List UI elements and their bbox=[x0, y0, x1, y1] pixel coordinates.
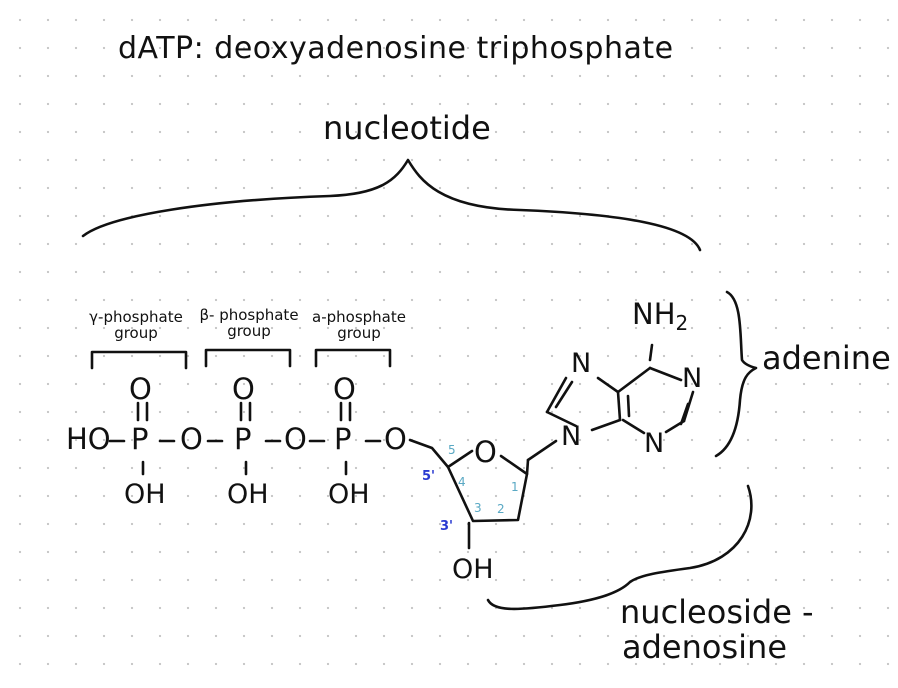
atom-o-gamma-double: O bbox=[129, 372, 152, 406]
nucleoside-label-line1: nucleoside - bbox=[620, 593, 814, 631]
beta-phosphate-label-line2: group bbox=[227, 321, 271, 340]
atom-n1: N bbox=[682, 363, 703, 394]
alpha-group-bracket bbox=[314, 348, 392, 368]
alpha-phosphate-label-line2: group bbox=[337, 323, 381, 342]
gamma-phosphate-label-line1: γ-phosphate bbox=[89, 308, 183, 326]
bond-fused-a bbox=[616, 390, 622, 422]
nh2-text: NH bbox=[632, 297, 676, 331]
bond-fused-b bbox=[590, 418, 622, 432]
nucleoside-brace bbox=[486, 484, 753, 611]
prime-label-3: 3' bbox=[440, 519, 454, 534]
pyrimidine-bond-1 bbox=[616, 366, 652, 394]
prime-label-5: 5' bbox=[422, 469, 436, 484]
nucleotide-label: nucleotide bbox=[323, 109, 491, 147]
alpha-phosphate-label: a-phosphate group bbox=[303, 308, 415, 342]
gamma-phosphate-label-line2: group bbox=[114, 323, 158, 342]
atom-p-beta: P bbox=[234, 422, 252, 456]
bond-fused-a2 bbox=[626, 394, 631, 418]
pyrimidine-bond-2 bbox=[648, 366, 683, 382]
nh2-subscript: 2 bbox=[675, 311, 689, 335]
atom-ho: HO bbox=[66, 422, 111, 456]
carbon-number-5: 5 bbox=[448, 443, 456, 457]
atom-o-ring: O bbox=[474, 435, 497, 469]
alpha-phosphate-label-line1: a-phosphate bbox=[312, 308, 406, 326]
carbon-number-2: 2 bbox=[497, 502, 505, 516]
nucleoside-label-line2: adenosine bbox=[622, 628, 787, 666]
atom-n7: N bbox=[571, 348, 592, 379]
imidazole-bond-2a bbox=[545, 376, 568, 414]
beta-group-bracket bbox=[204, 348, 292, 368]
bond-c1-n bbox=[525, 458, 530, 476]
atom-oh-alpha: OH bbox=[328, 479, 370, 510]
atom-n3: N bbox=[644, 428, 665, 459]
pyrimidine-bond-2b bbox=[648, 343, 654, 362]
atom-o-alpha-double: O bbox=[333, 372, 356, 406]
adenine-label: adenine bbox=[762, 339, 891, 377]
nucleotide-brace bbox=[81, 158, 702, 252]
atom-p-gamma: P bbox=[131, 422, 149, 456]
pyrimidine-bond-4 bbox=[621, 418, 646, 435]
gamma-phosphate-label: γ-phosphate group bbox=[76, 308, 196, 342]
atom-oh-3prime: OH bbox=[452, 554, 494, 585]
page-title: dATP: deoxyadenosine triphosphate bbox=[118, 31, 674, 66]
imidazole-bond-3 bbox=[596, 376, 620, 394]
adenine-brace bbox=[714, 290, 758, 458]
imidazole-bond-1 bbox=[545, 410, 578, 428]
bond-o-c5 bbox=[408, 438, 450, 469]
carbon-number-4: 4 bbox=[458, 475, 466, 489]
beta-phosphate-label: β- phosphate group bbox=[190, 306, 308, 340]
atom-o-bridge-1: O bbox=[180, 422, 203, 456]
atom-o-beta-double: O bbox=[232, 372, 255, 406]
carbon-number-3: 3 bbox=[474, 501, 482, 515]
atom-o-bridge-3: O bbox=[384, 422, 407, 456]
atom-n9: N bbox=[561, 421, 582, 452]
atom-nh2: NH2 bbox=[632, 297, 689, 335]
imidazole-bond-2b bbox=[554, 380, 574, 409]
pyrimidine-bond-3c bbox=[679, 402, 690, 426]
atom-p-alpha: P bbox=[334, 422, 352, 456]
atom-o-bridge-2: O bbox=[284, 422, 307, 456]
carbon-number-1: 1 bbox=[511, 480, 519, 494]
bond-n-link bbox=[526, 439, 558, 462]
sugar-ring bbox=[446, 449, 529, 523]
atom-oh-gamma: OH bbox=[124, 479, 166, 510]
beta-phosphate-label-line1: β- phosphate bbox=[199, 306, 299, 324]
atom-oh-beta: OH bbox=[227, 479, 269, 510]
gamma-group-bracket bbox=[90, 350, 188, 370]
